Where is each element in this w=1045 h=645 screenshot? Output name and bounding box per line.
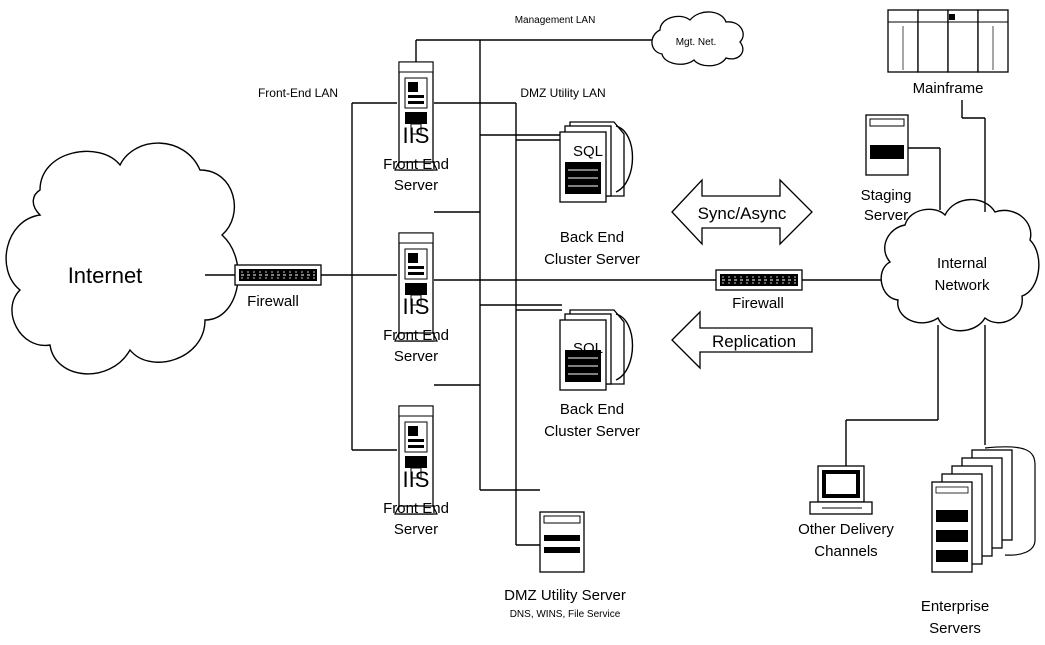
sql-label-1: SQL — [573, 143, 603, 160]
back-end-cluster-2-label-line2: Cluster Server — [544, 423, 640, 440]
staging-server-label-line2: Server — [864, 207, 908, 224]
enterprise-servers-icon — [932, 447, 1035, 572]
iis-label-1: IIS — [403, 123, 430, 148]
front-end-server-2-label-line1: Front End — [383, 327, 449, 344]
mainframe-label: Mainframe — [913, 80, 984, 97]
internet-label: Internet — [68, 263, 143, 288]
internal-network-label-line1: Internal — [937, 255, 987, 272]
sync-async-label: Sync/Async — [698, 204, 787, 223]
front-end-server-3-icon — [395, 406, 437, 514]
iis-label-2: IIS — [403, 294, 430, 319]
front-end-lan-label: Front-End LAN — [258, 86, 338, 100]
front-end-server-2-label-line2: Server — [394, 348, 438, 365]
dmz-utility-server-label: DMZ Utility Server — [504, 587, 626, 604]
other-delivery-channels-icon — [810, 466, 872, 514]
firewall-left-label: Firewall — [247, 293, 299, 310]
mainframe-icon — [888, 10, 1008, 72]
firewall-left-icon — [235, 265, 321, 285]
dmz-utility-services-label: DNS, WINS, File Service — [510, 609, 621, 620]
front-end-server-3-label-line1: Front End — [383, 500, 449, 517]
back-end-cluster-2-label-line1: Back End — [560, 401, 624, 418]
replication-label: Replication — [712, 332, 796, 351]
other-delivery-channels-label-line1: Other Delivery — [798, 521, 894, 538]
enterprise-servers-label-line2: Servers — [929, 620, 981, 637]
back-end-cluster-1-label-line2: Cluster Server — [544, 251, 640, 268]
front-end-server-3-label-line2: Server — [394, 521, 438, 538]
enterprise-servers-label-line1: Enterprise — [921, 598, 989, 615]
dmz-utility-server-icon — [540, 512, 584, 572]
back-end-cluster-1-label-line1: Back End — [560, 229, 624, 246]
dmz-utility-lan-label: DMZ Utility LAN — [520, 86, 605, 100]
staging-server-label-line1: Staging — [861, 187, 912, 204]
firewall-right-icon — [716, 270, 802, 290]
firewall-right-label: Firewall — [732, 295, 784, 312]
mgt-net-label: Mgt. Net. — [676, 37, 717, 48]
front-end-server-1-label-line1: Front End — [383, 156, 449, 173]
internet-cloud — [6, 143, 238, 374]
front-end-server-1-icon — [395, 62, 437, 170]
other-delivery-channels-label-line2: Channels — [814, 543, 877, 560]
management-lan-label: Management LAN — [515, 15, 596, 26]
back-end-cluster-1-icon — [560, 122, 633, 202]
sql-label-2: SQL — [573, 340, 603, 357]
front-end-server-2-icon — [395, 233, 437, 341]
internal-network-label-line2: Network — [934, 277, 990, 294]
staging-server-icon — [866, 115, 908, 175]
iis-label-3: IIS — [403, 467, 430, 492]
front-end-server-1-label-line2: Server — [394, 177, 438, 194]
